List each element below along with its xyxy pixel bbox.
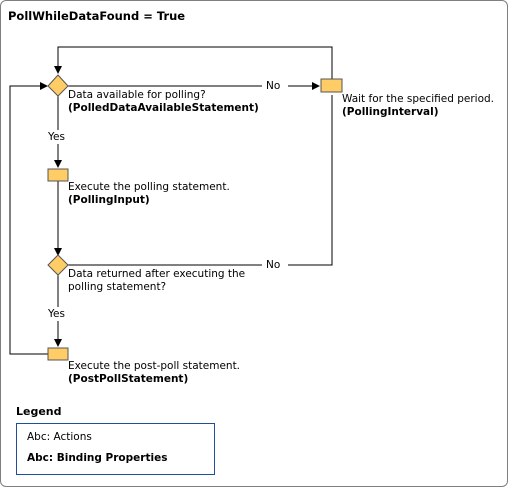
action-execute-property: (PollingInput) [68,194,150,206]
edge-wait-back-to-available [54,46,333,79]
edge-label-yes-top: Yes [48,131,65,143]
edge-returned-no-to-wait [68,95,333,266]
action-execute-label: Execute the polling statement. [68,181,230,193]
edge-label-no-bottom: No [266,259,281,271]
action-postpoll-label: Execute the post-poll statement. [68,360,241,372]
action-execute-box [47,168,69,182]
action-wait-label: Wait for the specified period. [342,93,495,105]
decision-returned-label-line1: Data returned after executing the [68,268,246,280]
decision-available-label: Data available for polling? [68,89,206,101]
action-wait-property: (PollingInterval) [342,106,439,118]
edge-label-no-top: No [266,80,281,92]
edge-label-yes-bottom: Yes [48,308,65,320]
action-postpoll-box [47,347,69,361]
action-wait-box [320,78,343,93]
action-postpoll-property: (PostPollStatement) [68,373,189,385]
no-bottom-label-bg [262,258,288,272]
decision-returned-label-line2: polling statement? [68,281,167,293]
no-top-label-bg [262,79,288,93]
edge-postpoll-loop-back [9,82,48,355]
legend-actions: Abc: Actions [27,431,92,443]
legend-title: Legend [16,405,62,418]
decision-available-diamond [47,74,69,97]
yes-bottom-label-bg [45,307,71,321]
decision-available-property: (PolledDataAvailableStatement) [68,102,259,114]
legend-binding-properties: Abc: Binding Properties [27,452,168,464]
diagram-title: PollWhileDataFound = True [8,9,186,23]
yes-top-label-bg [45,130,71,144]
legend-box: Abc: Actions Abc: Binding Properties [16,423,215,475]
decision-returned-diamond [47,254,69,276]
